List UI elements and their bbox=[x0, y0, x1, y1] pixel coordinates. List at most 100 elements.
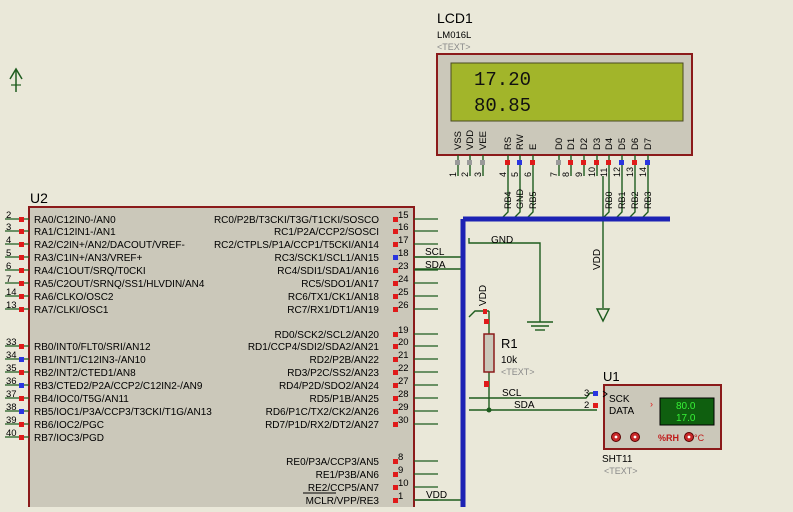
lcd-pin-name: VSS bbox=[453, 131, 464, 150]
mcu-pin-dot bbox=[393, 344, 398, 349]
lcd-pin-dot bbox=[606, 160, 611, 165]
mcu-pin-number: 40 bbox=[6, 428, 17, 439]
mcu-pin-number: 37 bbox=[6, 389, 17, 400]
mcu-pin-number: 2 bbox=[6, 210, 11, 221]
lcd-pin-number: 1 bbox=[448, 172, 458, 177]
net-label-vdd-mclr: VDD bbox=[426, 490, 447, 501]
mcu-pin-number: 35 bbox=[6, 363, 17, 374]
mcu-pin-number: 17 bbox=[398, 235, 409, 246]
mcu-pin-dot bbox=[393, 422, 398, 427]
lcd-pin-dot bbox=[632, 160, 637, 165]
lcd-pin-name: VEE bbox=[478, 131, 489, 150]
mcu-pin-number: 19 bbox=[398, 325, 409, 336]
mcu-pin-dot bbox=[19, 307, 24, 312]
mcu-pin-number: 18 bbox=[398, 248, 409, 259]
u1-button-3[interactable] bbox=[684, 432, 694, 442]
bus-label: RB4 bbox=[503, 191, 513, 209]
lcd-pin-number: 10 bbox=[587, 167, 597, 177]
mcu-pin-dot bbox=[393, 268, 398, 273]
mcu-pin-number: 16 bbox=[398, 222, 409, 233]
mcu-pin-number: 1 bbox=[398, 491, 403, 502]
mcu-pin-dot bbox=[19, 435, 24, 440]
lcd-pin-number: 7 bbox=[549, 172, 559, 177]
mcu-pin-name: RC6/TX1/CK1/AN18 bbox=[288, 292, 380, 303]
u1-text-placeholder: <TEXT> bbox=[604, 466, 638, 476]
mcu-pin-number: 39 bbox=[6, 415, 17, 426]
mcu-pin-number: 7 bbox=[6, 274, 11, 285]
mcu-pin-dot bbox=[393, 396, 398, 401]
mcu-pin-dot bbox=[19, 217, 24, 222]
mcu-pin-dot bbox=[19, 344, 24, 349]
lcd-pin-number: 4 bbox=[498, 172, 508, 177]
u1-pin-data-label: DATA bbox=[609, 406, 635, 417]
lcd-pin-number: 13 bbox=[625, 167, 635, 177]
bus-label: RB5 bbox=[528, 191, 538, 209]
mcu-pin-name: RA7/CLKI/OSC1 bbox=[34, 305, 109, 316]
mcu-pin-name: RE1/P3B/AN6 bbox=[316, 470, 380, 481]
resistor-r1[interactable]: R1 10k <TEXT> bbox=[483, 309, 535, 387]
mcu-pin-dot bbox=[393, 332, 398, 337]
u1-pin-data bbox=[593, 403, 598, 408]
lcd-pin-number: 14 bbox=[638, 167, 648, 177]
lcd-pin-name: D6 bbox=[630, 138, 641, 150]
bus-label: RB3 bbox=[643, 191, 653, 209]
lcd-pin-number: 5 bbox=[510, 172, 520, 177]
lcd-pin-number: 12 bbox=[612, 167, 622, 177]
mcu-pin-number: 36 bbox=[6, 376, 17, 387]
bus-label: RB2 bbox=[630, 191, 640, 209]
mcu-pin-number: 25 bbox=[398, 287, 409, 298]
lcd-pin-dot bbox=[455, 160, 460, 165]
sensor-u1[interactable]: U1 SCK DATA 3 2 › 80.0 17.0 %RH °C SHT11… bbox=[584, 369, 722, 476]
u1-arrow-icon: › bbox=[650, 399, 653, 409]
u1-pin-sck bbox=[593, 391, 598, 396]
mcu-pin-dot bbox=[19, 396, 24, 401]
mcu-pin-number: 34 bbox=[6, 350, 17, 361]
mcu-pin-dot bbox=[19, 229, 24, 234]
mcu-pin-dot bbox=[393, 459, 398, 464]
lcd-pin-name: D4 bbox=[604, 138, 615, 150]
lcd-pin-dot bbox=[581, 160, 586, 165]
mcu-pin-dot bbox=[393, 370, 398, 375]
mcu-pin-name: RD3/P2C/SS2/AN23 bbox=[287, 368, 379, 379]
wires bbox=[414, 176, 649, 501]
lcd-pin-name: D1 bbox=[566, 138, 577, 150]
mcu-pin-name: RC0/P2B/T3CKI/T3G/T1CKI/SOSCO bbox=[214, 215, 379, 226]
lcd-pin-number: 9 bbox=[574, 172, 584, 177]
r1-text-placeholder: <TEXT> bbox=[501, 367, 535, 377]
u1-temp-reading: 80.0 bbox=[676, 401, 696, 412]
mcu-pin-name: MCLR/VPP/RE3 bbox=[306, 496, 380, 507]
mcu-pin-dot bbox=[393, 307, 398, 312]
mcu-pin-number: 10 bbox=[398, 478, 409, 489]
lcd-pin-dot bbox=[505, 160, 510, 165]
mcu-pin-dot bbox=[393, 255, 398, 260]
u2-body bbox=[28, 206, 415, 512]
lcd-pin-name: RS bbox=[503, 137, 514, 150]
lcd-pin-name: D7 bbox=[643, 138, 654, 150]
mcu-pin-name: RE0/P3A/CCP3/AN5 bbox=[286, 457, 379, 468]
u1-button-2[interactable] bbox=[630, 432, 640, 442]
net-label-gnd: GND bbox=[491, 235, 513, 246]
mcu-pin-dot bbox=[19, 294, 24, 299]
lcd-pin-number: 6 bbox=[523, 172, 533, 177]
lcd-pin-dot bbox=[594, 160, 599, 165]
net-label-scl-sensor: SCL bbox=[502, 388, 522, 399]
mcu-pin-number: 21 bbox=[398, 350, 409, 361]
lcd-pin-number: 11 bbox=[599, 168, 609, 177]
r1-pin-top bbox=[483, 309, 487, 314]
lcd-pin-name: RW bbox=[515, 134, 526, 150]
u1-button-1[interactable] bbox=[611, 432, 621, 442]
mcu-pin-dot bbox=[19, 255, 24, 260]
net-label-vdd-lcd: VDD bbox=[592, 249, 603, 270]
mcu-pin-number: 5 bbox=[6, 248, 11, 259]
bus-label: GND bbox=[515, 189, 525, 210]
u1-model: SHT11 bbox=[602, 454, 633, 465]
lcd-pin-dot bbox=[556, 160, 561, 165]
net-label-vdd-r1: VDD bbox=[478, 285, 489, 306]
mcu-pin-dot bbox=[393, 472, 398, 477]
mcu-pin-name: RA1/C12IN1-/AN1 bbox=[34, 227, 116, 238]
